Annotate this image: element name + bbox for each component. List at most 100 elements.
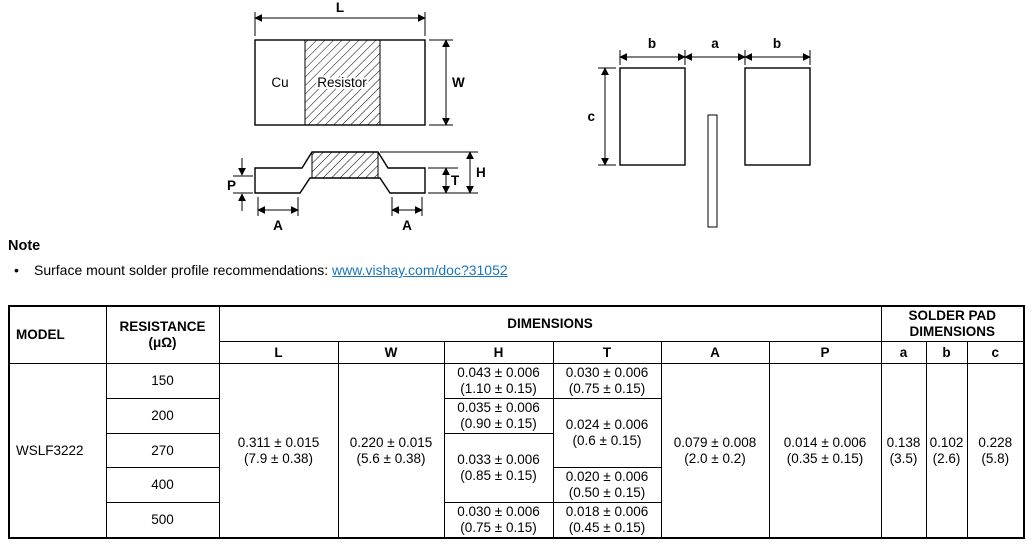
table-row: WSLF3222 150 0.311 ± 0.015 (7.9 ± 0.38) … (8, 363, 1025, 539)
value-inch: 0.014 ± 0.006 (783, 434, 867, 450)
resistance-header-line2: (μΩ) (148, 335, 177, 350)
h-cell: 0.030 ± 0.006 (0.75 ± 0.15) (443, 502, 554, 539)
col-header-H: H (443, 341, 554, 364)
table-row: 270 0.033 ± 0.006 (0.85 ± 0.15) (9, 433, 1024, 503)
table-row: 500 0.030 ± 0.006 (0.75 ± 0.15) 0.018 ± … (9, 502, 1024, 539)
value-inch: 0.079 ± 0.008 (673, 434, 757, 450)
p-cell: 0.014 ± 0.006 (0.35 ± 0.15) (768, 363, 882, 539)
resistor-element-hatched (304, 39, 381, 126)
value-mm: (0.45 ± 0.15) (568, 520, 646, 535)
dim-label-c: c (587, 109, 595, 124)
col-header-dimensions: DIMENSIONS (218, 305, 882, 342)
cu-label: Cu (271, 75, 288, 90)
value-inch: 0.311 ± 0.015 (237, 434, 320, 450)
resistance-cell: 500 (105, 502, 220, 539)
col-header-resistance: RESISTANCE (μΩ) (105, 305, 220, 364)
value-inch: 0.220 ± 0.015 (349, 434, 433, 450)
note-text: Surface mount solder profile recommendat… (34, 262, 508, 278)
technical-diagrams: L Cu Resistor W P A (227, 0, 811, 233)
col-header-pad-b: b (925, 341, 968, 364)
value-mm: (0.6 ± 0.15) (572, 433, 642, 448)
solder-profile-link[interactable]: www.vishay.com/doc?31052 (332, 262, 508, 278)
resistance-cell: 400 (105, 467, 220, 503)
sense-trace (707, 114, 718, 228)
t-cell: 0.030 ± 0.006 (0.75 ± 0.15) (552, 363, 662, 399)
value-mm: (0.50 ± 0.15) (568, 485, 646, 500)
t-cell: 0.018 ± 0.006 (0.45 ± 0.15) (552, 502, 662, 539)
dim-label-P: P (227, 178, 236, 193)
value-inch: 0.018 ± 0.006 (565, 504, 649, 519)
col-header-solder-pad: SOLDER PAD DIMENSIONS (880, 305, 1025, 342)
col-header-W: W (337, 341, 445, 364)
dim-label-A-right: A (402, 218, 412, 233)
t-cell: 0.024 ± 0.006 (0.6 ± 0.15) (552, 398, 662, 468)
model-cell: WSLF3222 (8, 363, 107, 539)
value-inch: 0.043 ± 0.006 (457, 365, 540, 380)
col-header-model: MODEL (8, 305, 107, 364)
header-row-1: MODEL RESISTANCE (μΩ) DIMENSIONS SOLDER … (8, 305, 1025, 364)
chip-top-view: L Cu Resistor W (254, 0, 465, 126)
value-mm: (0.75 ± 0.15) (460, 520, 537, 535)
resistance-cell: 270 (105, 433, 220, 468)
table-row: 200 0.035 ± 0.006 (0.90 ± 0.15) 0.024 ± … (9, 398, 1024, 468)
note-heading: Note (8, 238, 41, 254)
resistance-header-line1: RESISTANCE (119, 319, 206, 334)
col-header-pad-a: a (880, 341, 927, 364)
resistor-label: Resistor (317, 75, 367, 90)
t-cell: 0.020 ± 0.006 (0.50 ± 0.15) (552, 467, 662, 503)
col-header-pad-c: c (966, 341, 1025, 364)
note-section: Note • Surface mount solder profile reco… (8, 238, 908, 278)
chip-side-view: P A A T H (227, 151, 486, 233)
dim-label-b-right: b (773, 36, 781, 51)
right-solder-pad (744, 67, 811, 166)
dim-label-T: T (451, 173, 460, 188)
value-mm: (2.0 ± 0.2) (684, 450, 746, 466)
value-mm: (5.8) (981, 450, 1010, 466)
value-inch: 0.030 ± 0.006 (457, 504, 540, 519)
value-mm: (0.35 ± 0.15) (786, 450, 864, 466)
value-inch: 0.033 ± 0.006 (457, 452, 540, 467)
value-mm: (5.6 ± 0.38) (356, 450, 426, 466)
value-inch: 0.035 ± 0.006 (457, 400, 540, 415)
resistance-cell: 200 (105, 398, 220, 434)
pad-c-cell: 0.228 (5.8) (966, 363, 1025, 539)
value-mm: (0.85 ± 0.15) (460, 468, 537, 483)
h-cell: 0.043 ± 0.006 (1.10 ± 0.15) (443, 363, 554, 399)
value-mm: (3.5) (889, 450, 918, 466)
dim-label-W: W (452, 75, 465, 90)
value-mm: (1.10 ± 0.15) (460, 381, 537, 396)
dim-label-a: a (711, 36, 719, 51)
dim-label-H: H (476, 165, 486, 180)
dim-label-A-left: A (273, 218, 283, 233)
value-inch: 0.228 (978, 434, 1013, 450)
value-inch: 0.024 ± 0.006 (565, 417, 649, 432)
value-mm: (7.9 ± 0.38) (244, 450, 313, 466)
dimensions-table: MODEL RESISTANCE (μΩ) DIMENSIONS SOLDER … (8, 305, 1026, 539)
value-inch: 0.138 (886, 434, 921, 450)
dim-label-b-left: b (648, 36, 656, 51)
a-cell: 0.079 ± 0.008 (2.0 ± 0.2) (660, 363, 770, 539)
h-cell: 0.033 ± 0.006 (0.85 ± 0.15) (443, 433, 554, 503)
solder-pad-header-line1: SOLDER PAD (908, 308, 997, 323)
value-mm: (2.6) (932, 450, 961, 466)
col-header-A: A (660, 341, 770, 364)
value-mm: (0.90 ± 0.15) (460, 416, 537, 431)
h-cell: 0.035 ± 0.006 (0.90 ± 0.15) (443, 398, 554, 434)
value-inch: 0.102 (929, 434, 964, 450)
value-mm: (0.75 ± 0.15) (568, 381, 646, 396)
bullet-icon: • (14, 262, 19, 278)
col-header-T: T (552, 341, 662, 364)
dim-label-L: L (336, 0, 344, 15)
note-item: • Surface mount solder profile recommend… (8, 262, 908, 278)
resistor-element-hatched-side (311, 151, 379, 179)
w-cell: 0.220 ± 0.015 (5.6 ± 0.38) (337, 363, 445, 539)
solder-pad-header-line2: DIMENSIONS (909, 324, 996, 339)
pad-a-cell: 0.138 (3.5) (880, 363, 927, 539)
value-inch: 0.020 ± 0.006 (565, 469, 649, 484)
col-header-P: P (768, 341, 882, 364)
pad-b-cell: 0.102 (2.6) (925, 363, 968, 539)
l-cell: 0.311 ± 0.015 (7.9 ± 0.38) (218, 363, 339, 539)
value-inch: 0.030 ± 0.006 (565, 365, 649, 380)
col-header-L: L (218, 341, 339, 364)
